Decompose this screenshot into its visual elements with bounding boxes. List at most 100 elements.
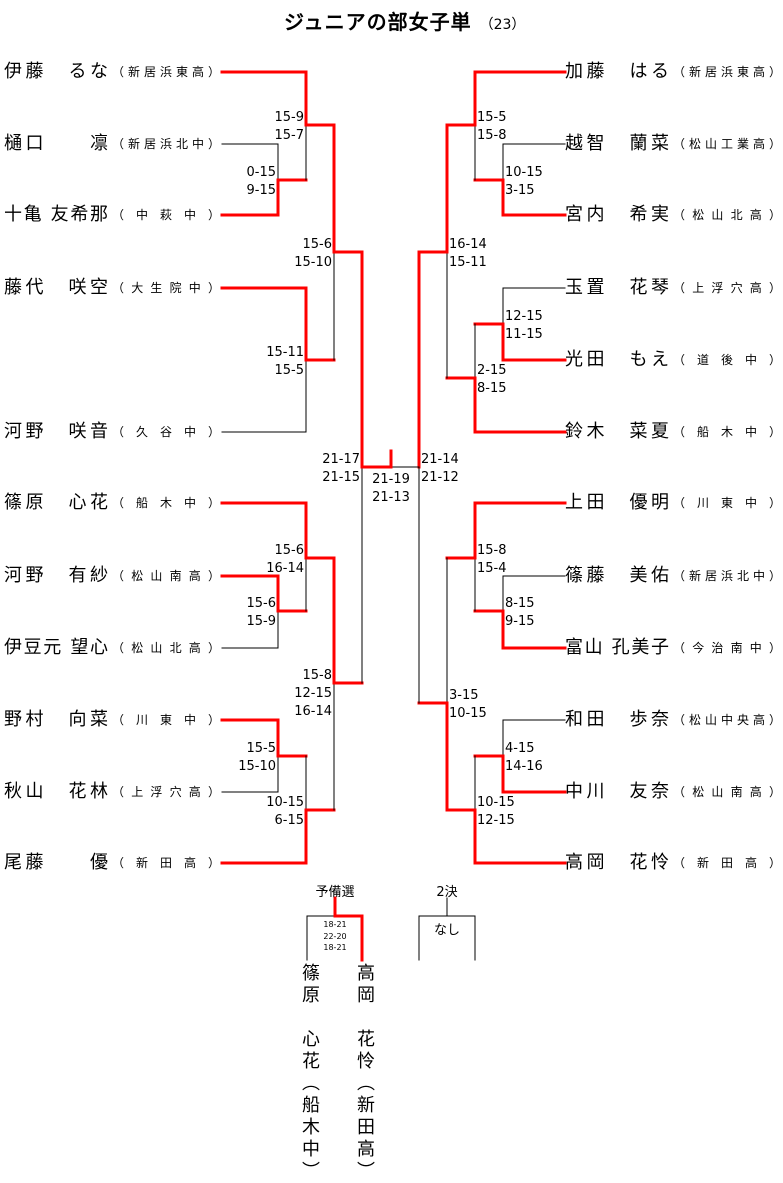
game-score: 21-19	[372, 472, 410, 487]
game-score: 15-4	[477, 561, 507, 576]
game-score: 15-8	[477, 128, 507, 143]
player-school: （松山南高）	[112, 569, 220, 583]
player-school: （新居浜東高）	[673, 65, 781, 79]
game-score: 15-7	[274, 128, 304, 143]
player-school: （船木中）	[673, 425, 781, 439]
player-name: 伊藤 るな	[4, 61, 108, 82]
player-school: （新居浜東高）	[112, 65, 220, 79]
player-school: （松山中央高）	[673, 713, 781, 727]
player-school: （新居浜北中）	[673, 569, 781, 583]
game-score: 15-10	[238, 759, 276, 774]
entry-count: （23）	[479, 17, 526, 33]
player-name: 河野 有紗	[4, 565, 108, 586]
match-score: 15-5 15-8	[477, 109, 507, 145]
match-score: 8-15 9-15	[505, 595, 535, 631]
player-entry: 加藤 はる （新居浜東高）	[565, 60, 781, 84]
title-main: ジュニアの部女子単	[284, 10, 472, 34]
game-score: 15-6	[302, 237, 332, 252]
player-school: （新居浜北中）	[112, 137, 220, 151]
match-score: 10-15 3-15	[505, 164, 543, 200]
playoff-player-a: 篠原 心花（船木中）	[299, 963, 320, 1183]
player-entry: 樋口 凛（新居浜北中）	[4, 132, 220, 156]
player-entry: 伊豆元 望心（松山北高）	[4, 636, 220, 660]
player-entry: 十亀 友希那（中萩中）	[4, 203, 220, 227]
game-score: 15-11	[266, 345, 304, 360]
player-school: （川東中）	[112, 713, 220, 727]
game-score: 8-15	[477, 381, 507, 396]
player-name: 和田 歩奈	[565, 709, 669, 730]
player-school: （今治南中）	[673, 641, 781, 655]
game-score: 15-11	[449, 255, 487, 270]
player-name: 富山 孔美子	[565, 637, 669, 658]
player-name: 高岡 花怜	[565, 852, 669, 873]
match-score: 15-11 15-5	[266, 344, 304, 380]
game-score: 22-20	[323, 931, 347, 941]
game-score: 21-12	[421, 470, 459, 485]
player-entry: 鈴木 菜夏（船木中）	[565, 420, 781, 444]
game-score: 12-15	[477, 813, 515, 828]
player-entry: 玉置 花琴（上浮穴高）	[565, 276, 781, 300]
player-entry: 越智 蘭菜 （松山工業高）	[565, 132, 781, 156]
player-name: 篠藤 美佑	[565, 565, 669, 586]
player-name: 越智 蘭菜	[565, 133, 669, 154]
game-score: 16-14	[294, 704, 332, 719]
game-score: 21-14	[421, 452, 459, 467]
player-name: 中川 友奈	[565, 781, 669, 802]
player-entry: 篠原 心花（船木中）	[4, 491, 220, 515]
game-score: 9-15	[505, 614, 535, 629]
player-entry: 宮内 希実（松山北高）	[565, 203, 781, 227]
player-entry: 秋山 花林 （上浮穴高）	[4, 780, 220, 804]
player-entry: 伊藤 るな （新居浜東高）	[4, 60, 220, 84]
player-entry: 高岡 花怜 （新田高）	[565, 851, 781, 875]
game-score: 10-15	[505, 165, 543, 180]
game-score: 15-10	[294, 255, 332, 270]
game-score: 12-15	[505, 309, 543, 324]
match-score: 15-6 16-14	[266, 542, 304, 578]
game-score: 8-15	[505, 596, 535, 611]
match-score: 10-15 6-15	[266, 794, 304, 830]
game-score: 21-13	[372, 490, 410, 505]
player-school: （新田高）	[112, 856, 220, 870]
game-score: 10-15	[266, 795, 304, 810]
playoff-player-b: 高岡 花怜（新田高）	[354, 963, 375, 1183]
player-school: （上浮穴高）	[112, 785, 220, 799]
player-name: 宮内 希実	[565, 204, 669, 225]
playoff-label: 予備選	[315, 885, 355, 900]
game-score: 0-15	[246, 165, 276, 180]
game-score: 16-14	[449, 237, 487, 252]
player-name: 伊豆元 望心	[4, 637, 108, 658]
game-score: 3-15	[505, 183, 535, 198]
match-score: 0-15 9-15	[246, 164, 276, 200]
game-score: 6-15	[274, 813, 304, 828]
player-entry: 藤代 咲空（大生院中）	[4, 276, 220, 300]
player-entry: 篠藤 美佑 （新居浜北中）	[565, 564, 781, 588]
player-name: 尾藤 優	[4, 852, 108, 873]
player-name: 加藤 はる	[565, 61, 669, 82]
player-name: 秋山 花林	[4, 781, 108, 802]
game-score: 9-15	[246, 183, 276, 198]
game-score: 2-15	[477, 363, 507, 378]
game-score: 15-5	[274, 363, 304, 378]
game-score: 11-15	[505, 327, 543, 342]
game-score: 15-8	[477, 543, 507, 558]
game-score: 15-5	[477, 110, 507, 125]
player-school: （松山工業高）	[673, 137, 781, 151]
game-score: 15-6	[274, 543, 304, 558]
game-score: 15-9	[274, 110, 304, 125]
player-school: （上浮穴高）	[673, 281, 781, 295]
match-score: 15-6 15-10	[294, 236, 332, 272]
player-school: （新田高）	[673, 856, 781, 870]
player-name: 藤代 咲空	[4, 277, 108, 298]
player-entry: 光田 もえ（道後中）	[565, 348, 781, 372]
game-score: 16-14	[266, 561, 304, 576]
game-score: 4-15	[505, 741, 535, 756]
page-title: ジュニアの部女子単 （23）	[284, 6, 525, 35]
player-name: 光田 もえ	[565, 349, 669, 370]
game-score: 15-9	[246, 614, 276, 629]
player-name: 河野 咲音	[4, 421, 108, 442]
